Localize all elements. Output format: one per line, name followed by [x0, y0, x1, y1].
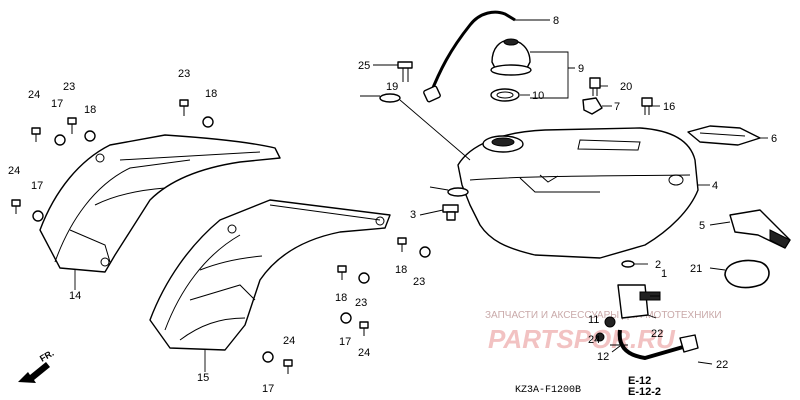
callout-17-b: 17: [31, 180, 43, 192]
tank-rubber-pad: [729, 209, 791, 249]
callout-3: 3: [410, 209, 416, 221]
callout-18-b: 18: [205, 88, 217, 100]
callout-24-d: 24: [283, 335, 295, 347]
callout-8: 8: [553, 15, 559, 27]
callout-17-d: 17: [262, 383, 274, 395]
tank-band: [724, 259, 770, 289]
callout-20: 20: [620, 81, 632, 93]
front-arrow-icon: [18, 362, 50, 383]
diagram-code: KZ3A-F1200B: [515, 385, 581, 396]
callout-23-a: 23: [63, 81, 75, 93]
tank-top-fasteners: [379, 61, 653, 115]
callout-18-a: 18: [84, 104, 96, 116]
callout-24-c: 24: [358, 347, 370, 359]
reference-e12: E-12: [628, 375, 651, 387]
fuel-cap-assembly: [423, 10, 532, 103]
callout-1: 1: [661, 268, 667, 280]
callout-16: 16: [663, 101, 675, 113]
callout-18-d: 18: [335, 292, 347, 304]
callout-2: 2: [655, 259, 661, 271]
direction-label: FR.: [38, 348, 56, 364]
callout-4: 4: [712, 180, 718, 192]
reference-e12-2: E-12-2: [628, 386, 661, 398]
callout-22-a: 22: [651, 328, 663, 340]
callout-17-a: 17: [51, 98, 63, 110]
callout-19: 19: [386, 81, 398, 93]
left-shroud: [39, 134, 281, 273]
callout-7: 7: [614, 101, 620, 113]
callout-15: 15: [197, 372, 209, 384]
callout-23-d: 23: [355, 297, 367, 309]
callout-12: 12: [597, 351, 609, 363]
callout-5: 5: [699, 220, 705, 232]
watermark-logo: PARTSPOR.RU: [488, 324, 676, 354]
tank-bracket: [687, 125, 761, 146]
callout-25: 25: [358, 60, 370, 72]
callout-24-e: 24: [588, 334, 600, 346]
callout-24-a: 24: [28, 89, 40, 101]
callout-6: 6: [771, 133, 777, 145]
watermark: ЗАПЧАСТИ И АКСЕССУАРЫ ДЛЯ МОТОТЕХНИКИ PA…: [485, 310, 722, 354]
callout-21: 21: [690, 263, 702, 275]
watermark-text: ЗАПЧАСТИ И АКСЕССУАРЫ ДЛЯ МОТОТЕХНИКИ: [485, 310, 722, 321]
callout-23-c: 23: [413, 276, 425, 288]
leader-lines: [74, 13, 768, 372]
callout-14: 14: [69, 290, 81, 302]
callout-23-b: 23: [178, 68, 190, 80]
callout-10: 10: [532, 90, 544, 102]
grommet: [442, 187, 469, 221]
right-shroud: [149, 199, 391, 351]
shroud-fasteners: [11, 99, 431, 374]
reference-codes: E-12 E-12-2: [628, 375, 661, 398]
callout-18-c: 18: [395, 264, 407, 276]
fuel-tank: [457, 127, 699, 259]
callout-22-b: 22: [716, 359, 728, 371]
front-direction-indicator: FR.: [18, 348, 56, 383]
callout-17-c: 17: [339, 336, 351, 348]
callout-11: 11: [588, 314, 599, 326]
callout-24-b: 24: [8, 165, 20, 177]
callout-9: 9: [578, 63, 584, 75]
callouts: 1 2 3 4 5 6 7 8 9 10 11 12 14 15 16 17 1…: [8, 15, 777, 395]
